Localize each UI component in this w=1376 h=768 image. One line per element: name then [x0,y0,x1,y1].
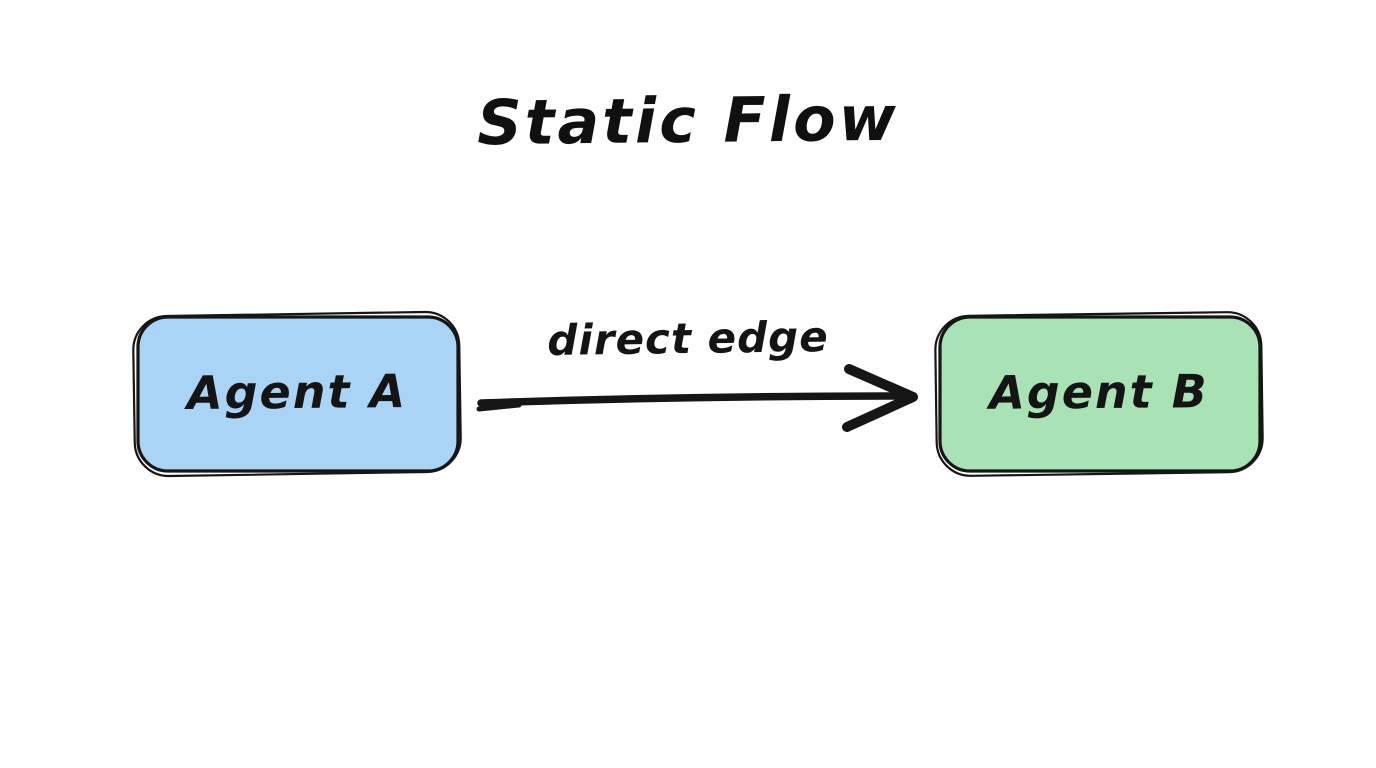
edge-arrow-start-fork [476,402,522,412]
edge-arrow [476,364,918,432]
edge-arrow-shaft [477,392,910,407]
agent-a-node-fill [136,315,460,473]
edge-arrowhead-icon [842,364,918,432]
agent-b-node-shape [934,311,1264,477]
agent-a-node-sketch-stroke [132,310,462,478]
agent-b-node-sketch-stroke [934,311,1264,477]
agent-a-node-shape [132,310,462,478]
agent-b-node-fill [938,315,1262,473]
